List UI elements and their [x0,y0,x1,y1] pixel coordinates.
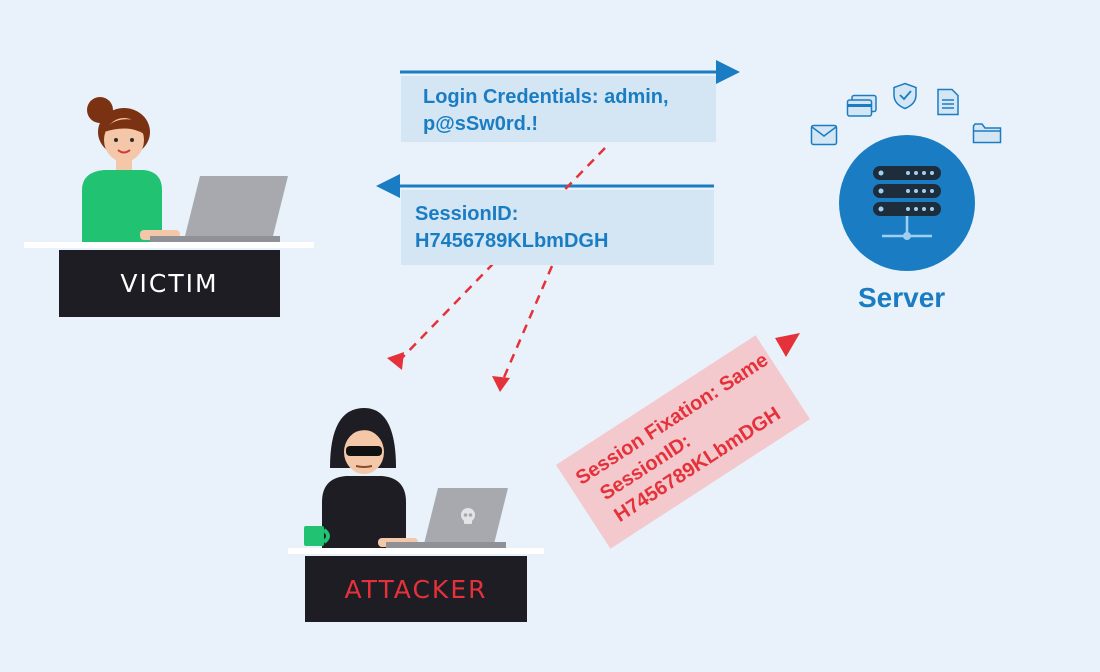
attacker-mug [304,526,324,546]
folder-icon [972,123,1002,144]
session-line-2: H7456789KLbmDGH [415,230,609,252]
victim-sign: VICTIM [59,250,280,317]
server-icon [839,135,975,271]
skull-icon [461,508,475,524]
credit-card-icon [846,94,877,117]
document-icon [937,88,959,116]
fixation-arrowhead [775,333,800,357]
attacker-body [322,476,406,548]
victim-label: VICTIM [120,269,219,298]
attacker-desk [288,548,544,554]
victim-laptop [184,176,288,240]
attacker-sign: ATTACKER [305,556,527,622]
credentials-line-1: Login Credentials: admin, [423,86,669,108]
session-line-1: SessionID: [415,203,519,225]
server-label: Server [858,282,946,313]
attacker-label: ATTACKER [344,574,488,604]
session-arrowhead [376,174,400,198]
sniff-arrowhead-session [492,376,510,392]
session-message: SessionID: H7456789KLbmDGH [401,190,714,265]
mail-icon [810,124,838,146]
credentials-message: Login Credentials: admin, p@sSw0rd.! [401,76,716,142]
victim-illustration [24,97,314,248]
attacker-sunglasses [346,446,382,456]
credentials-line-2: p@sSw0rd.! [423,113,539,135]
victim-desk [24,242,314,248]
victim-body [82,170,162,242]
attacker-illustration [288,408,544,554]
credentials-arrowhead [716,60,740,84]
sniff-line-session [500,265,554,383]
sniff-arrowhead-credentials [387,352,404,370]
shield-check-icon [893,82,917,110]
